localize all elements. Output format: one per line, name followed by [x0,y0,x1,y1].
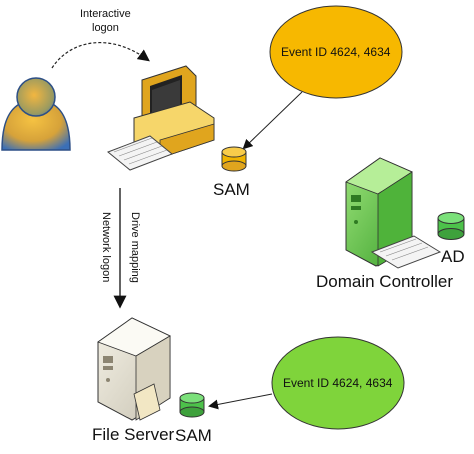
event-top-ellipse [269,5,403,99]
user-icon [1,77,71,151]
domain-controller-icon [345,157,442,269]
domain-controller-label: Domain Controller [316,272,453,291]
ad-label: AD [441,247,465,266]
interactive-logon-label-line1: Interactive [80,8,131,20]
network-logon-label: Network logon [100,212,112,282]
interactive-logon-label-line2: logon [92,22,119,34]
event-bottom-arrow [208,393,273,410]
event-bottom-label: Event ID 4624, 4634 [283,376,393,390]
drive-mapping-label: Drive mapping [129,212,141,283]
file-server-icon [97,317,171,421]
sam-fileserver-database-icon [179,392,205,418]
workstation-icon [107,65,215,171]
event-top-arrow [242,91,303,150]
sam-fileserver-label: SAM [175,426,212,445]
sam-workstation-label: SAM [213,180,250,199]
event-bottom-ellipse [271,336,405,430]
ad-database-icon [437,212,465,240]
file-server-label: File Server [92,425,175,444]
interactive-logon-arrow [51,41,150,69]
event-top-label: Event ID 4624, 4634 [281,45,391,59]
sam-workstation-database-icon [221,146,247,172]
